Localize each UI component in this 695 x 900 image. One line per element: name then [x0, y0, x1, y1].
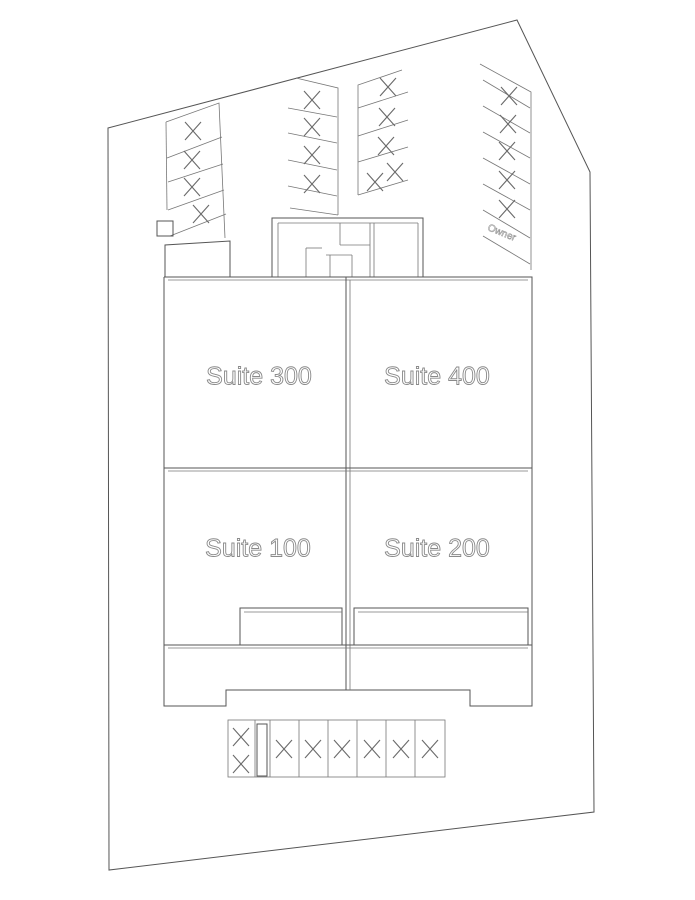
stall-x-marker-icon	[377, 136, 395, 156]
stall-x-marker-icon	[498, 199, 516, 219]
stall-x-marker-icon	[303, 90, 321, 110]
suite-100-label: Suite 100	[205, 535, 311, 563]
stall-x-marker-icon	[183, 150, 201, 170]
parking-lot-northwest	[156, 102, 227, 239]
stall-x-marker-icon	[498, 170, 516, 190]
stall-x-marker-icon	[366, 172, 384, 192]
stall-x-marker-icon	[378, 107, 396, 127]
stall-x-marker-icon	[386, 162, 404, 182]
stall-x-marker-icon	[303, 145, 321, 165]
suite-400-label: Suite 400	[384, 363, 490, 391]
stall-x-marker-icon	[184, 121, 202, 141]
utility-box	[156, 220, 174, 237]
suite-200-label: Suite 200	[384, 535, 490, 563]
stall-x-marker-icon	[392, 739, 410, 759]
stall-x-marker-icon	[304, 739, 322, 759]
stall-x-marker-icon	[363, 739, 381, 759]
suite-300-label: Suite 300	[206, 363, 312, 391]
stall-x-marker-icon	[232, 727, 250, 747]
parking-lot-north-center	[287, 77, 339, 216]
building-footprint	[163, 217, 533, 707]
stall-x-marker-icon	[192, 204, 210, 224]
property-boundary	[107, 19, 595, 871]
stall-x-marker-icon	[379, 77, 397, 97]
parking-stall-markers	[183, 77, 518, 774]
stall-x-marker-icon	[303, 174, 321, 194]
stall-x-marker-icon	[498, 141, 516, 161]
stall-x-marker-icon	[421, 739, 439, 759]
stall-x-marker-icon	[499, 114, 517, 134]
stall-x-marker-icon	[275, 739, 293, 759]
stall-x-marker-icon	[183, 177, 201, 197]
stall-x-marker-icon	[500, 86, 518, 106]
parking-lot-northeast	[479, 63, 532, 270]
bollard	[256, 723, 268, 777]
parking-lot-north-east	[357, 69, 409, 196]
stall-x-marker-icon	[232, 754, 250, 774]
parking-lot-south	[227, 719, 446, 778]
stall-x-marker-icon	[333, 739, 351, 759]
stall-x-marker-icon	[303, 117, 321, 137]
